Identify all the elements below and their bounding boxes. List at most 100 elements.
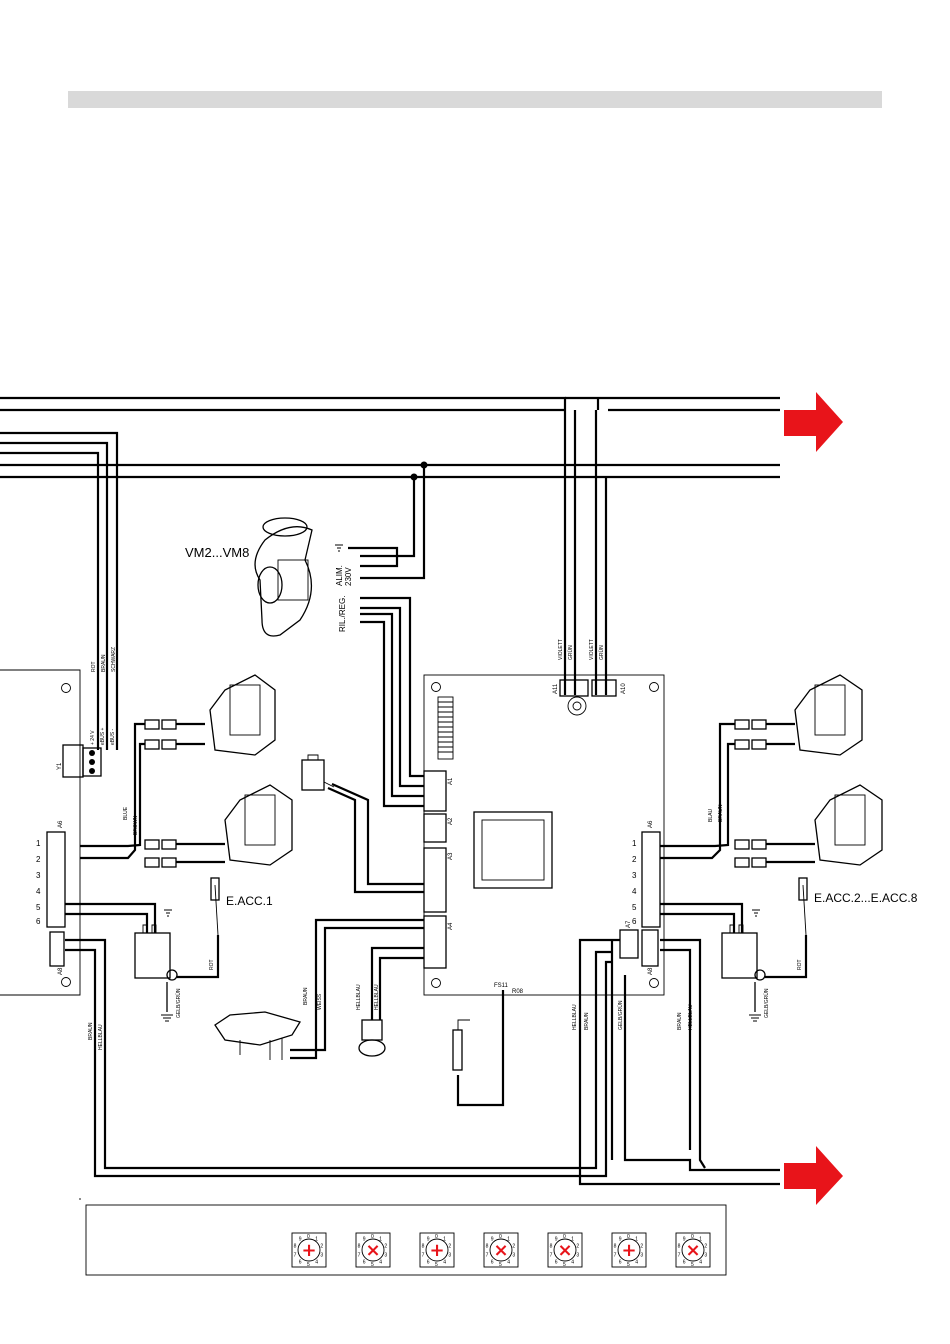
- dial-digit: 3: [640, 1252, 643, 1258]
- connector-a8-right: A8: [641, 929, 659, 975]
- svg-text:HELLBLAU: HELLBLAU: [688, 1004, 694, 1030]
- dial-digit: 0: [691, 1234, 694, 1240]
- dial-mark: +: [621, 1240, 636, 1261]
- dial-digit: 9: [363, 1237, 366, 1243]
- temperature-sensor: HELLBLAU HELLBLAU: [356, 946, 424, 1057]
- top-bus-wires: [0, 396, 780, 750]
- dial-digit: 5: [307, 1262, 310, 1268]
- dial-digit: 4: [571, 1259, 574, 1265]
- dial-digit: 4: [507, 1259, 510, 1265]
- svg-text:BLUE: BLUE: [123, 806, 129, 820]
- svg-text:1: 1: [632, 839, 637, 848]
- dial-digit: 3: [704, 1252, 707, 1258]
- svg-text:4: 4: [36, 887, 41, 896]
- svg-text:3: 3: [36, 871, 41, 880]
- svg-text:A1: A1: [448, 777, 454, 785]
- dial-digit: 9: [491, 1237, 494, 1243]
- svg-text:WEISS: WEISS: [317, 993, 323, 1010]
- dial-digit: 3: [320, 1252, 323, 1258]
- connector-a8-left: A8: [49, 931, 65, 975]
- connector-a1: A1: [423, 770, 454, 812]
- svg-text:A10: A10: [621, 683, 627, 694]
- dial-mark: +: [429, 1240, 444, 1261]
- svg-text:BLAU: BLAU: [708, 809, 714, 822]
- svg-text:ROT: ROT: [797, 959, 803, 970]
- svg-text:1: 1: [36, 839, 41, 848]
- svg-text:A6: A6: [648, 820, 654, 828]
- dial-digit: 3: [448, 1252, 451, 1258]
- dial-digit: 1: [571, 1237, 574, 1243]
- header-bar: [68, 91, 882, 108]
- svg-text:eBUS -: eBUS -: [110, 729, 116, 745]
- svg-text:R08: R08: [512, 989, 524, 995]
- dial-digit: 4: [699, 1259, 702, 1265]
- junction-dot: [420, 461, 428, 469]
- dial-digit: 3: [576, 1252, 579, 1258]
- ignition-transformer-right: E.ACC.2...E.ACC.8 ROT GELB/GRÜN: [660, 877, 918, 1022]
- svg-text:GELB/GRÜN: GELB/GRÜN: [763, 988, 770, 1018]
- connector-a6-right: A6 1 2 3 4 5 6: [632, 820, 661, 928]
- svg-text:ROT: ROT: [209, 959, 215, 970]
- dial-digit: 2: [512, 1244, 515, 1250]
- dial-digit: 6: [427, 1259, 430, 1265]
- dial-digit: 9: [683, 1237, 686, 1243]
- dial-digit: 5: [499, 1262, 502, 1268]
- svg-text:6: 6: [632, 917, 637, 926]
- dial-digit: 0: [627, 1234, 630, 1240]
- dial-digit: 7: [550, 1252, 553, 1258]
- dial-mark: +: [301, 1240, 316, 1261]
- dial-digit: 9: [299, 1237, 302, 1243]
- svg-text:HELLBLAU: HELLBLAU: [98, 1024, 104, 1050]
- dial-digit: 8: [614, 1244, 617, 1250]
- dial-digit: 7: [358, 1252, 361, 1258]
- svg-text:A2: A2: [448, 817, 454, 825]
- dial-digit: 9: [427, 1237, 430, 1243]
- arrow-top: [784, 392, 843, 452]
- alim-label: ALIM.: [335, 565, 344, 586]
- e-acc-1-label: E.ACC.1: [226, 894, 273, 908]
- dial-digit: 0: [371, 1234, 374, 1240]
- svg-text:HELLBLAU: HELLBLAU: [572, 1004, 578, 1030]
- svg-text:A8: A8: [648, 967, 654, 975]
- dial-digit: 9: [619, 1237, 622, 1243]
- dial-mark: ×: [493, 1240, 508, 1261]
- connector-a3: A3: [423, 847, 454, 913]
- dial-digit: 0: [499, 1234, 502, 1240]
- dial-digit: 7: [614, 1252, 617, 1258]
- e-acc-2-8-label: E.ACC.2...E.ACC.8: [814, 891, 918, 905]
- svg-text:A11: A11: [553, 683, 559, 694]
- fan-motor: BRAUN WEISS: [214, 918, 424, 1060]
- fan-label: VM2...VM8: [185, 545, 249, 560]
- svg-text:BRAUN: BRAUN: [88, 1022, 94, 1040]
- connector-a10: A10: [591, 679, 627, 697]
- dial-digit: 8: [294, 1244, 297, 1250]
- dial-digit: 1: [507, 1237, 510, 1243]
- dial-digit: 1: [379, 1237, 382, 1243]
- dial-digit: 7: [678, 1252, 681, 1258]
- svg-text:HELLBLAU: HELLBLAU: [374, 984, 380, 1010]
- svg-text:BRAUN: BRAUN: [584, 1012, 590, 1030]
- svg-text:5: 5: [36, 903, 41, 912]
- svg-text:GELB/GRÜN: GELB/GRÜN: [617, 1000, 624, 1030]
- svg-text:VIOLETT: VIOLETT: [558, 639, 564, 660]
- svg-text:eBUS +: eBUS +: [100, 728, 106, 745]
- svg-text:+ 24 V: + 24 V: [90, 730, 96, 745]
- dial-digit: 5: [627, 1262, 630, 1268]
- dial-digit: 0: [307, 1234, 310, 1240]
- dial-mark: ×: [365, 1240, 380, 1261]
- dial-digit: 6: [491, 1259, 494, 1265]
- main-board: [423, 674, 665, 996]
- dial-digit: 9: [555, 1237, 558, 1243]
- svg-text:BRAUN: BRAUN: [303, 987, 309, 1005]
- fan: VM2...VM8 ALIM. 230V RIL./REG.: [185, 517, 424, 808]
- dial-digit: 8: [550, 1244, 553, 1250]
- svg-text:A3: A3: [448, 852, 454, 860]
- dial-digit: 4: [379, 1259, 382, 1265]
- arrow-bottom: [784, 1146, 843, 1205]
- dial-digit: 5: [691, 1262, 694, 1268]
- dial-digit: 8: [486, 1244, 489, 1250]
